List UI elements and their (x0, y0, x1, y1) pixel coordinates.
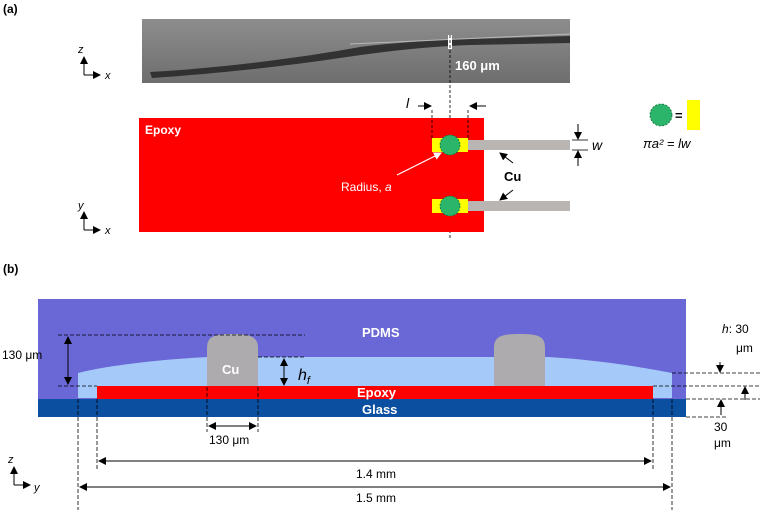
contact-circle-legend (649, 103, 673, 127)
epoxy-block (139, 118, 484, 232)
l-label: l (406, 95, 410, 111)
radius-label: Radius, a (341, 180, 392, 194)
axis-x-label: x (104, 70, 111, 82)
epoxy-label-a: Epoxy (145, 123, 181, 137)
equals-sign: = (675, 108, 683, 123)
panel-b-label: (b) (3, 262, 18, 276)
axis-z-label-b: z (7, 454, 14, 466)
width-1-5-label: 1.5 mm (356, 491, 396, 505)
axes-zy-b (10, 466, 31, 489)
h-label: h: 30 (722, 322, 749, 336)
axis-x-label-2: x (104, 225, 111, 237)
cu-wire-2 (467, 201, 570, 211)
axes-yx-bottom (80, 211, 101, 234)
glass-thickness-label: 30 (714, 420, 728, 434)
cu-wire-cross-2 (494, 334, 545, 387)
width-1-5-dimension (77, 399, 673, 510)
hf-dimension (258, 356, 305, 386)
width-1-4-label: 1.4 mm (356, 467, 396, 481)
pdms-label: PDMS (362, 325, 400, 340)
epoxy-label-b: Epoxy (357, 385, 397, 400)
width-130-dimension (206, 387, 259, 432)
contact-2 (432, 195, 468, 217)
width-130-label: 130 μm (209, 433, 249, 447)
radius-pointer (396, 152, 442, 176)
axes-zx-top (80, 56, 101, 79)
axis-z-label: z (77, 44, 84, 56)
height-dimension (58, 334, 305, 387)
cu-pointers (499, 152, 514, 201)
axis-y-label: y (77, 200, 85, 212)
h-unit: μm (736, 341, 753, 355)
scale-bar-label: 160 μm (455, 58, 500, 73)
cu-wire-cross-1 (207, 334, 258, 387)
epoxy-layer (97, 386, 653, 399)
glass-label: Glass (362, 402, 397, 417)
glass-thickness-dimension (686, 398, 760, 418)
area-equation: πa² = lw (643, 136, 692, 151)
contact-1 (432, 134, 468, 156)
width-1-4-dimension (96, 399, 654, 470)
hf-label: hf (298, 367, 311, 387)
w-label: w (592, 137, 603, 153)
axis-y-label-b: y (33, 482, 41, 494)
cu-label-a: Cu (504, 169, 521, 184)
panel-a-label: (a) (3, 2, 18, 16)
w-dimension (572, 124, 588, 166)
glass-thickness-unit: μm (714, 436, 731, 450)
pad-rect-legend (687, 100, 700, 130)
h-dimension (653, 362, 760, 400)
cu-wire-1 (467, 140, 570, 150)
glass-layer (38, 399, 686, 417)
cu-label-b: Cu (222, 362, 239, 377)
height-130-label: 130 μm (2, 348, 42, 362)
